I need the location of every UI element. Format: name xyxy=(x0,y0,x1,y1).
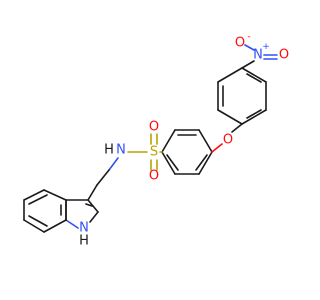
benzene-bond xyxy=(161,129,176,153)
sulfonyl-oxygen-left: O xyxy=(149,120,159,135)
benzene-bond xyxy=(198,151,213,175)
amide-nitrogen: N xyxy=(116,143,126,158)
benzo-bond xyxy=(43,189,67,201)
nitro-nitrogen-charge: + xyxy=(262,42,270,52)
c-c-bond xyxy=(96,169,110,186)
nitrophenyl-double-bond xyxy=(246,73,262,83)
bonds xyxy=(23,44,278,233)
atom-labels: N + O - O O S O O H N N H xyxy=(79,32,289,249)
nitrophenyl-bond xyxy=(241,67,267,83)
ether-oxygen: O xyxy=(223,133,233,148)
n-o-bond xyxy=(244,44,255,51)
nitro-oxygen-charge: - xyxy=(247,32,250,42)
benzene-bond xyxy=(198,129,213,153)
pyrrole-bond xyxy=(65,219,79,229)
nitrophenyl-bond xyxy=(217,67,243,83)
pyrrole-double-bond xyxy=(85,203,93,207)
indole-nitrogen: N xyxy=(79,221,89,236)
sulfur-atom: S xyxy=(150,145,158,160)
benzene-bond xyxy=(161,151,176,175)
pyrrole-bond xyxy=(87,199,99,213)
nitrophenyl-double-bond xyxy=(246,109,262,119)
benzo-bond xyxy=(23,219,45,233)
nitrophenyl-bond xyxy=(241,109,267,125)
benzene-double-bond xyxy=(166,154,179,171)
o-c-bond xyxy=(211,143,223,153)
structure-diagram: N + O - O O S O O H N N H xyxy=(23,32,289,249)
n-c-bond xyxy=(108,157,119,171)
c-c-bond xyxy=(87,184,98,201)
pyrrole-bond xyxy=(89,211,99,223)
nitro-oxygen-top: O xyxy=(235,36,245,51)
nitro-oxygen-right: O xyxy=(279,48,289,63)
amide-hydrogen: H xyxy=(104,143,114,158)
benzo-double-bond xyxy=(28,194,48,205)
benzene-double-bond xyxy=(195,154,208,171)
nitro-nitrogen: N xyxy=(253,48,263,63)
benzo-bond xyxy=(23,189,45,201)
benzo-bond xyxy=(43,219,67,233)
benzo-double-bond xyxy=(28,215,48,227)
nitrophenyl-bond xyxy=(217,109,243,125)
indole-hydrogen: H xyxy=(79,234,89,249)
molecule-canvas: N + O - O O S O O H N N H xyxy=(23,32,290,249)
c-o-bond xyxy=(231,123,243,133)
c-n-bond xyxy=(241,60,255,69)
sulfonyl-oxygen-right: O xyxy=(149,169,159,184)
